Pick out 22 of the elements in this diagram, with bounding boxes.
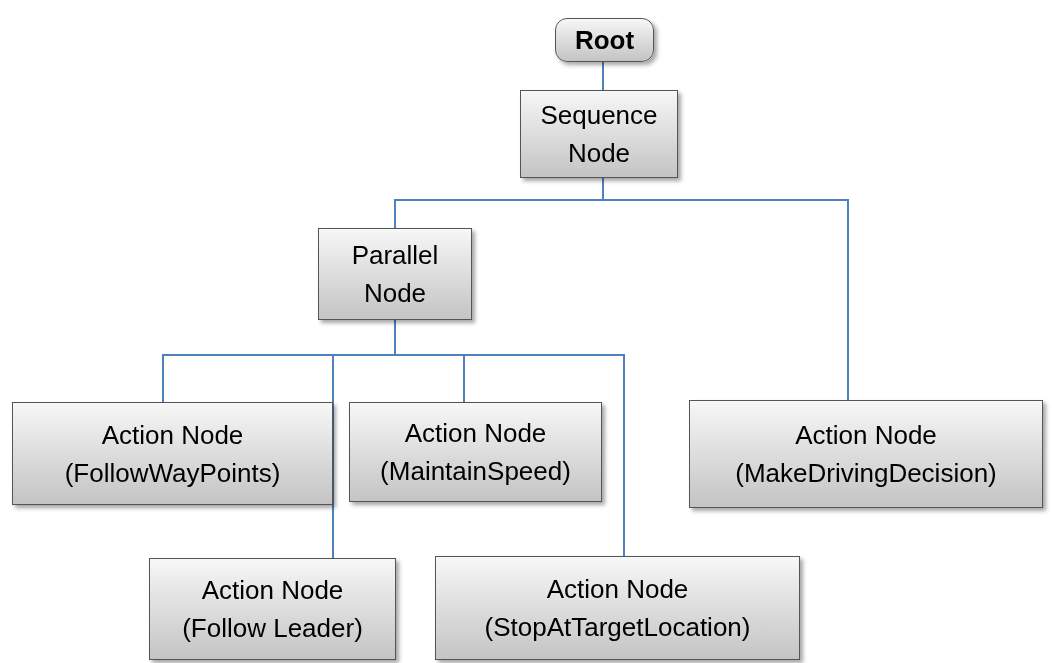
tree-node-box (149, 558, 396, 660)
node-label: Action Node (101, 418, 244, 452)
tree-node-box (318, 228, 472, 320)
tree-node-box (689, 400, 1043, 508)
node-label: (FollowWayPoints) (64, 456, 281, 490)
tree-node-box (435, 556, 800, 660)
connector-line (602, 61, 604, 91)
node-label: Sequence Node (539, 99, 659, 170)
node-label: Action Node (546, 573, 689, 606)
tree-node-box (12, 402, 333, 505)
tree-node-box (555, 18, 654, 62)
node-label: Action Node (201, 574, 344, 607)
node-label: Action Node (795, 419, 937, 452)
tree-node-box (520, 90, 678, 178)
node-label: Action Node (404, 417, 547, 450)
node-label: (MakeDrivingDecision) (735, 457, 997, 490)
node-label: Root (574, 24, 635, 57)
node-label: (StopAtTargetLocation) (484, 611, 751, 644)
node-label: Parallel Node (350, 239, 440, 310)
tree-node-box (349, 402, 602, 502)
node-label: (MaintainSpeed) (380, 455, 571, 488)
node-label: (Follow Leader) (182, 612, 363, 645)
